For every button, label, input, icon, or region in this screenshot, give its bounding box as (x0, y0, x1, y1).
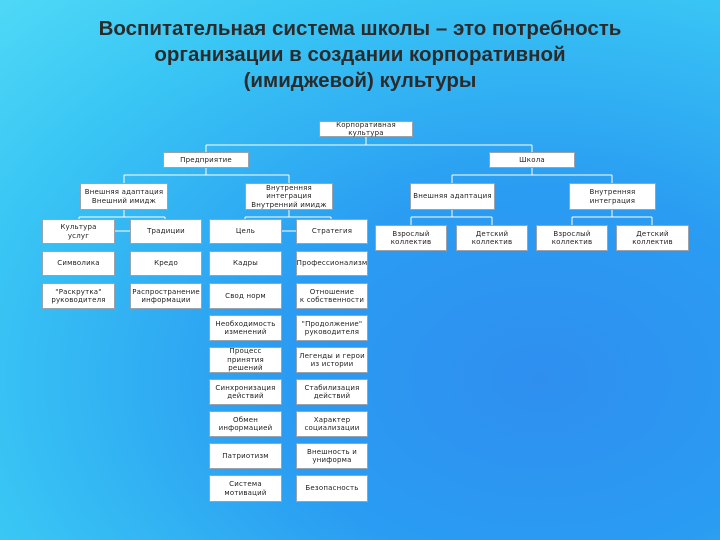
node-promotion-head: "Раскрутка" руководителя (42, 283, 115, 309)
node-enterprise-internal-integration: Внутренняя интеграция Внутренний имидж (245, 183, 333, 210)
node-social-character: Характер социализации (296, 411, 368, 437)
node-motivation-system: Система мотиваций (209, 475, 282, 502)
node-symbols: Символика (42, 251, 115, 276)
node-strategy: Стратегия (296, 219, 368, 244)
node-professionalism: Профессионализм (296, 251, 368, 276)
node-credo: Кредо (130, 251, 202, 276)
title-line-2: организации в создании корпоративной (154, 43, 566, 66)
node-appearance-uniform: Внешность и униформа (296, 443, 368, 469)
title-line-3: (имиджевой) культуры (243, 69, 477, 92)
node-info-spread: Распространение информации (130, 283, 202, 309)
node-school-adult-team-external: Взрослый коллектив (375, 225, 447, 251)
title-line-1: Воспитательная система школы – это потре… (98, 17, 622, 40)
node-school-external-adaptation: Внешняя адаптация (410, 183, 495, 210)
node-patriotism: Патриотизм (209, 443, 282, 469)
node-decision-process: Процесс принятия решений (209, 347, 282, 373)
node-safety: Безопасность (296, 475, 368, 502)
node-enterprise: Предприятие (163, 152, 249, 168)
node-info-exchange: Обмен информацией (209, 411, 282, 437)
node-goal: Цель (209, 219, 282, 244)
node-legends-heroes: Легенды и герои из истории (296, 347, 368, 373)
node-enterprise-external-adaptation: Внешняя адаптация Внешний имидж (80, 183, 168, 210)
node-school-adult-team-internal: Взрослый коллектив (536, 225, 608, 251)
node-sync-actions: Синхронизация действий (209, 379, 282, 405)
node-property-attitude: Отношение к собственности (296, 283, 368, 309)
node-need-change: Необходимость изменений (209, 315, 282, 341)
node-norms: Свод норм (209, 283, 282, 309)
node-traditions: Традиции (130, 219, 202, 244)
node-culture-services: Культура услуг (42, 219, 115, 244)
node-school: Школа (489, 152, 575, 168)
node-school-child-team-internal: Детский коллектив (616, 225, 689, 251)
node-staff: Кадры (209, 251, 282, 276)
node-school-internal-integration: Внутренняя интеграция (569, 183, 656, 210)
slide-title: Воспитательная система школы – это потре… (20, 16, 700, 94)
node-school-child-team-external: Детский коллектив (456, 225, 528, 251)
node-continuation-head: "Продолжение" руководителя (296, 315, 368, 341)
node-corporate-culture: Корпоративная культура (319, 121, 413, 137)
node-stabilize-actions: Стабилизация действий (296, 379, 368, 405)
